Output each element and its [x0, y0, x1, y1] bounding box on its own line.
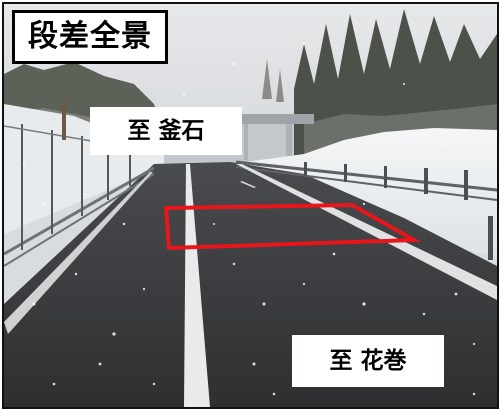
right-snow-bank [230, 128, 497, 256]
road-photo [4, 4, 497, 407]
right-guardrail [235, 160, 497, 201]
overpass-bridge [236, 114, 314, 124]
destination-label-hanamaki: 至 花巻 [292, 335, 444, 387]
center-line [184, 164, 210, 407]
destination-label-kamaishi: 至 釜石 [90, 107, 242, 155]
right-edge-line [236, 164, 497, 300]
left-edge-line [4, 172, 153, 334]
photo-title-label: 段差全景 [12, 10, 168, 64]
step-highlight-box [163, 202, 422, 251]
